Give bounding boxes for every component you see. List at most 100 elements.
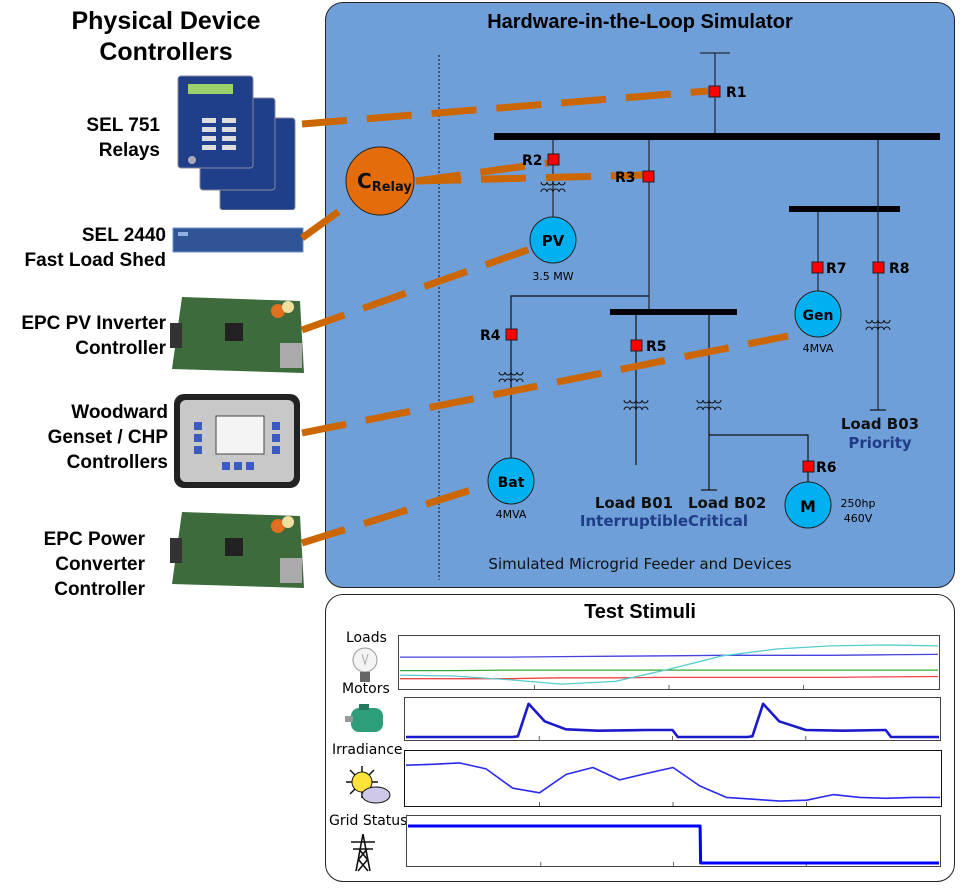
device-label-sel751: SEL 751 Relays — [60, 113, 160, 163]
relay-r4[interactable]: R4 — [480, 328, 518, 344]
bat-rating: 4MVA — [496, 508, 527, 521]
relay-label: R4 — [480, 328, 501, 344]
sub-bus-2 — [789, 206, 900, 212]
loads-plot-svg — [399, 644, 939, 689]
gen-rating: 4MVA — [803, 342, 834, 355]
device-label-line: Relays — [98, 140, 160, 161]
series-load-cyan — [399, 644, 939, 685]
link-power-converter — [300, 481, 489, 547]
relay-label: R2 — [522, 153, 543, 169]
load-b01[interactable]: Load B01 Interruptible — [580, 494, 688, 530]
series-irradiance — [405, 762, 940, 802]
pv-rating: 3.5 MW — [532, 270, 573, 283]
gen-source[interactable]: Gen 4MVA — [794, 290, 842, 355]
series-motor-current — [406, 702, 939, 739]
relay-label: R7 — [826, 261, 847, 277]
crelay-label: CRelay — [357, 169, 412, 195]
battery-feeder — [510, 295, 649, 460]
device-label-line: Woodward — [71, 402, 168, 423]
microgrid-one-line-diagram: CRelay PV 3.5 MW Gen 4MVA Bat 4MVA M 250… — [299, 52, 940, 580]
relay-label: R3 — [615, 170, 636, 186]
link-crelay-r3 — [415, 171, 646, 185]
relay-r6[interactable]: R6 — [802, 460, 837, 476]
device-label-line: SEL 2440 — [81, 225, 166, 246]
device-label-line: Converter — [55, 554, 145, 575]
link-pv-controller — [300, 245, 532, 334]
link-loadshed-crelay — [299, 204, 348, 241]
motors-plot — [404, 697, 941, 741]
sub-bus-1 — [610, 309, 737, 315]
relay-unit — [177, 75, 254, 169]
hil-caption: Simulated Microgrid Feeder and Devices — [488, 555, 792, 573]
series-grid-status — [408, 824, 939, 865]
link-relays-r1 — [301, 87, 709, 128]
device-label-line: Genset / CHP — [47, 427, 168, 448]
motor-load[interactable]: M 250hp 460V — [784, 481, 876, 529]
load-class: Priority — [848, 434, 912, 452]
relay-label: R8 — [889, 261, 910, 277]
relay-device-icon — [177, 75, 296, 210]
relay-r2[interactable]: R2 — [522, 153, 560, 169]
motor-rating-hp: 250hp — [841, 497, 876, 510]
motor-feeder — [709, 434, 809, 485]
stimulus-label-irradiance: Irradiance — [332, 742, 403, 758]
circuit-board-icon — [170, 512, 304, 588]
device-label-line: EPC PV Inverter — [21, 313, 166, 334]
relay-r5[interactable]: R5 — [630, 339, 667, 355]
bat-label: Bat — [498, 475, 525, 491]
gen-label: Gen — [803, 308, 834, 324]
motors-plot-svg — [406, 702, 939, 740]
motor-rating-voltage: 460V — [844, 512, 873, 525]
load-b02[interactable]: Load B02 Critical — [688, 494, 766, 530]
device-label-line: EPC Power — [43, 529, 145, 550]
series-load-green — [400, 669, 938, 672]
relay-r1[interactable]: R1 — [708, 85, 747, 101]
device-label-sel2440: SEL 2440 Fast Load Shed — [0, 223, 166, 273]
grid-status-plot — [406, 815, 941, 867]
load-class: Critical — [688, 512, 748, 530]
link-genset-controller — [301, 332, 789, 437]
load-name: Load B02 — [688, 494, 766, 512]
stimuli-title: Test Stimuli — [584, 601, 696, 623]
control-links — [299, 87, 789, 547]
relay-label: R5 — [646, 339, 667, 355]
physical-controllers-title: Physical Device Controllers — [0, 6, 332, 68]
grid-status-plot-svg — [408, 824, 939, 866]
title-line-1: Physical Device — [71, 7, 261, 35]
light-bulb-icon — [352, 647, 378, 682]
device-label-line: SEL 751 — [86, 115, 160, 136]
main-bus — [494, 133, 940, 140]
device-label-woodward: Woodward Genset / CHP Controllers — [0, 400, 168, 475]
load-shed-device-icon — [172, 227, 304, 253]
relay-controller-node[interactable]: CRelay — [345, 146, 415, 216]
sun-cloud-icon — [346, 766, 391, 804]
relay-r7[interactable]: R7 — [811, 261, 847, 277]
pv-source[interactable]: PV 3.5 MW — [529, 216, 577, 283]
stimulus-label-loads: Loads — [346, 630, 387, 646]
irradiance-plot — [404, 750, 942, 807]
circuit-board-icon — [170, 297, 304, 373]
relay-label: R1 — [726, 85, 747, 101]
irradiance-plot-svg — [405, 762, 940, 806]
hil-title: Hardware-in-the-Loop Simulator — [487, 11, 793, 33]
stimulus-label-motors: Motors — [342, 681, 390, 697]
electric-motor-icon — [345, 704, 383, 732]
relay-label: R6 — [816, 460, 837, 476]
load-name: Load B03 — [841, 415, 919, 433]
load-name: Load B01 — [595, 494, 673, 512]
relay-r8[interactable]: R8 — [872, 261, 910, 277]
relay-r3[interactable]: R3 — [615, 170, 655, 186]
title-line-2: Controllers — [99, 38, 233, 66]
motor-label: M — [800, 497, 816, 516]
stimulus-label-grid-status: Grid Status — [329, 813, 408, 829]
pv-label: PV — [542, 232, 565, 250]
battery-source[interactable]: Bat 4MVA — [487, 457, 535, 521]
load-b03[interactable]: Load B03 Priority — [841, 415, 919, 452]
device-label-line: Controller — [54, 579, 145, 600]
device-label-epc-pv: EPC PV Inverter Controller — [0, 311, 166, 361]
device-label-line: Fast Load Shed — [24, 250, 166, 271]
series-load-blue — [400, 653, 939, 658]
device-label-line: Controller — [75, 338, 166, 359]
loads-plot — [398, 635, 940, 690]
genset-controller-icon — [174, 394, 300, 488]
